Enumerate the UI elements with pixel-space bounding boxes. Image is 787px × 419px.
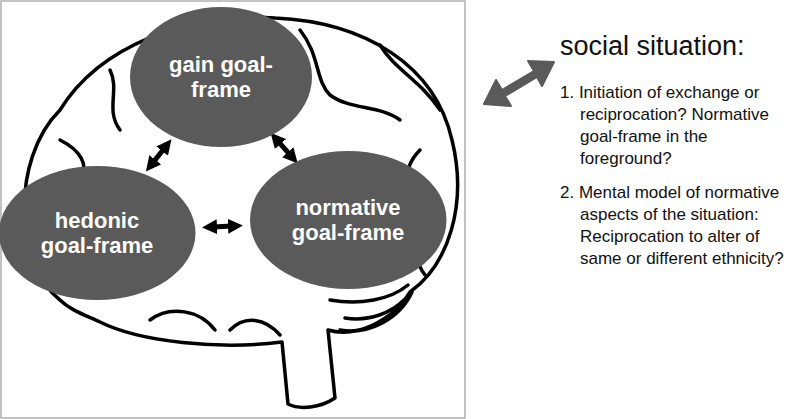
ellipse-fill [250, 151, 447, 289]
double-arrow-connector [151, 145, 167, 165]
list-item: 1. Initiation of exchange or reciprocati… [560, 82, 787, 170]
list-item: 2. Mental model of normative aspects of … [560, 182, 787, 270]
ellipse-fill [130, 7, 312, 147]
double-arrow-connector [210, 226, 236, 227]
section-heading: social situation: [560, 30, 782, 62]
goal-frame-label: normative goal-frame [283, 195, 413, 246]
goal-frame-ellipse: normative goal-frame [249, 150, 448, 290]
goal-frame-ellipse: hedonic goal-frame [0, 165, 196, 301]
goal-frame-ellipse: gain goal-frame [129, 6, 313, 148]
goal-frame-label: hedonic goal-frame [32, 208, 162, 259]
brain-outline [24, 15, 457, 407]
goal-frame-label: gain goal-frame [161, 52, 281, 103]
ellipse-fill [0, 166, 195, 300]
double-arrow [484, 61, 554, 106]
double-arrow-connector [276, 138, 293, 157]
image-frame [1, 1, 465, 418]
